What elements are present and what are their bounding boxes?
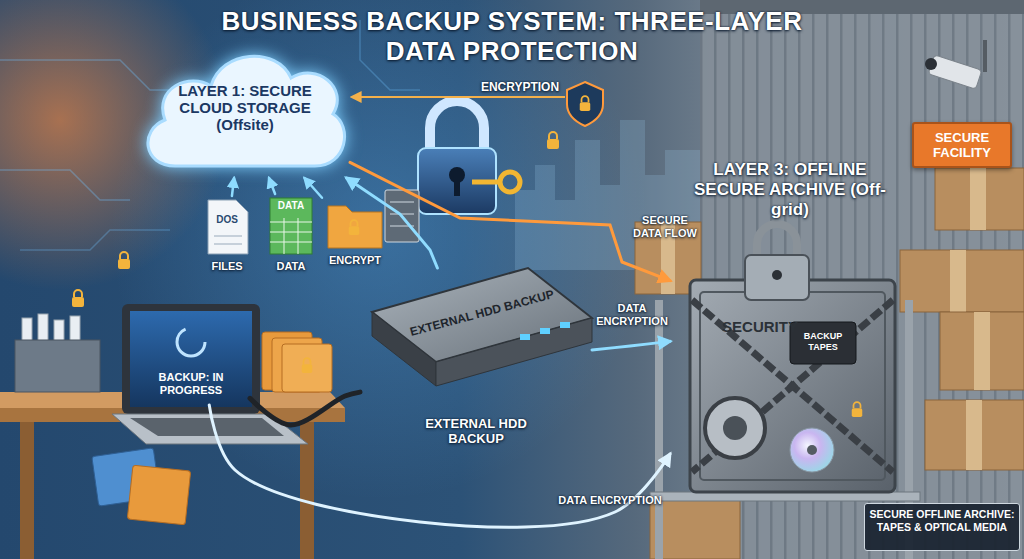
laptop-keyboard — [130, 418, 284, 436]
file-icon: DOS FILES — [198, 196, 256, 278]
node-text: EXTERNAL HDD BACKUP — [416, 416, 536, 446]
data-flow-arrow — [592, 341, 670, 350]
shield-icon — [567, 82, 603, 126]
lock-icon — [580, 96, 591, 111]
node-text: DATA — [270, 200, 312, 211]
camera-bracket — [983, 40, 987, 72]
node-text: FILES — [198, 260, 256, 272]
hdd-led — [520, 334, 530, 340]
folder-icon: ENCRYPT — [322, 192, 388, 278]
document-icon — [208, 200, 248, 254]
key-shaft — [472, 180, 500, 185]
document-line — [214, 244, 242, 245]
spreadsheet-icon: DATA DATA — [262, 194, 320, 278]
lock-icon — [118, 252, 130, 269]
storage-box — [925, 400, 1024, 470]
edge-label: DATA ENCRYPTION — [555, 494, 665, 507]
disc-hole — [807, 445, 817, 455]
safe-archive: LAYER 3: OFFLINE SECURE ARCHIVE (Off-gri… — [670, 160, 910, 495]
data-flow-arrow — [209, 405, 670, 527]
lock-icon — [302, 358, 313, 373]
edge-label: SECURE DATA FLOW — [630, 214, 700, 240]
box-tape — [970, 168, 986, 230]
node-text: ENCRYPT — [322, 254, 388, 266]
spreadsheet-grid — [270, 218, 312, 254]
hdd-led — [540, 328, 550, 334]
laptop-screen: BACKUP: IN PROGRESS — [132, 313, 250, 405]
node-text: SECURE OFFLINE ARCHIVE: TAPES & OPTICAL … — [869, 508, 1015, 534]
lock-icon — [852, 402, 863, 417]
circuit-line — [20, 230, 170, 250]
security-camera — [928, 55, 982, 89]
safe-chain — [692, 300, 893, 472]
desk-leg — [20, 422, 34, 559]
keyhole — [772, 270, 782, 280]
storage-box — [935, 168, 1024, 230]
sync-icon — [177, 328, 205, 356]
circuit-line — [0, 170, 130, 200]
caption-box: SECURE OFFLINE ARCHIVE: TAPES & OPTICAL … — [864, 503, 1020, 551]
folder-pile — [127, 465, 190, 525]
key-bow — [500, 172, 520, 192]
file-tray — [15, 340, 100, 392]
optical-disc — [790, 428, 834, 472]
encryption-arrow — [352, 96, 565, 98]
safe-body — [690, 280, 895, 492]
node-text: SECURE FACILITY — [914, 130, 1010, 160]
facility-sign: SECURE FACILITY — [912, 122, 1012, 168]
lock-icon — [547, 132, 559, 149]
server-slot — [390, 202, 414, 203]
spreadsheet-icon — [270, 198, 312, 254]
node-text: BACKUP TAPES — [792, 331, 854, 353]
storage-box — [650, 500, 740, 559]
hdd-side — [436, 318, 592, 386]
padlock-shackle — [757, 224, 797, 258]
tape-label: BACKUP TAPES — [792, 324, 854, 362]
data-flow-arrow — [269, 178, 275, 194]
storage-box — [940, 312, 1024, 390]
folder-stack — [282, 344, 332, 392]
node-text: LAYER 3: OFFLINE SECURE ARCHIVE (Off-gri… — [685, 160, 895, 220]
node-text: SECURITY — [710, 318, 810, 335]
data-flow-arrow — [250, 392, 360, 425]
external-drive: EXTERNAL HDD BACKUP EXTERNAL HDD BACKUP — [360, 268, 592, 456]
box-tape — [966, 400, 982, 470]
storage-box — [900, 250, 1024, 312]
lock-icon — [349, 220, 360, 235]
camera-lens — [925, 58, 937, 70]
document-line — [214, 236, 242, 237]
shelf-post — [655, 300, 663, 559]
padlock-shackle — [430, 101, 484, 150]
laptop-screen-glow — [130, 311, 252, 407]
combination-dial — [705, 398, 765, 458]
cloud-shape — [148, 56, 345, 166]
backup-tape — [790, 322, 856, 364]
node-text: DATA — [262, 260, 320, 272]
dial-center — [723, 416, 747, 440]
node-text: EXTERNAL HDD BACKUP — [405, 286, 559, 340]
padlock-body — [745, 255, 809, 300]
node-text: BACKUP: IN PROGRESS — [136, 371, 246, 397]
cloud-storage: LAYER 1: SECURE CLOUD STORAGE (Offsite) — [135, 38, 350, 178]
diagram-title: BUSINESS BACKUP SYSTEM: THREE-LAYER DATA… — [212, 6, 812, 66]
data-flow-arrow — [305, 178, 322, 198]
laptop-bezel — [122, 304, 260, 414]
folder-icon — [328, 206, 382, 248]
box-tape — [950, 250, 966, 312]
annotation-label: ENCRYPTION — [470, 80, 570, 94]
node-text: LAYER 1: SECURE CLOUD STORAGE (Offsite) — [175, 82, 315, 133]
data-flow-arrow — [350, 162, 670, 280]
node-text: DOS — [208, 214, 246, 225]
edge-label: DATA ENCRYPTION — [584, 302, 680, 328]
safe-chain — [692, 300, 893, 472]
hdd-led — [560, 322, 570, 328]
box-tape — [974, 312, 990, 390]
keyhole — [454, 178, 460, 196]
lock-icon — [72, 290, 84, 307]
data-flow-arrow — [232, 178, 234, 196]
